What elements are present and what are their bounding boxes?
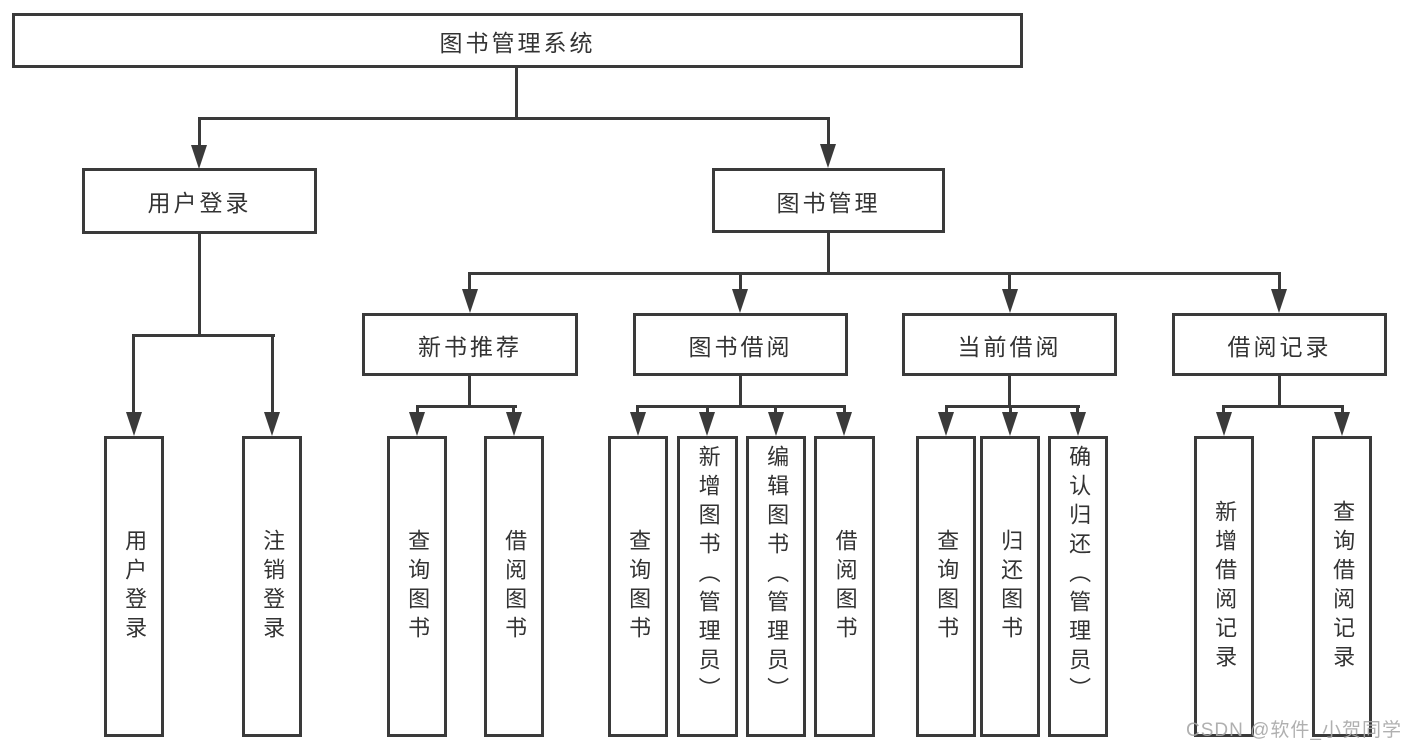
node-label: 借阅记录 [1227,333,1332,360]
connector-line [706,405,709,415]
arrow-down-icon [630,412,646,436]
arrow-down-icon [191,145,207,169]
node-label: 借阅图书 [502,528,528,645]
leaf-confirm-return-admin: 确认归还（管理员） [1048,436,1108,737]
node-label: 借阅图书 [832,528,858,645]
connector-line [1341,405,1344,415]
connector-line [1008,272,1011,291]
connector-line [416,405,517,408]
node-label: 查询图书 [405,528,431,645]
arrow-down-icon [506,412,522,436]
connector-line [468,272,1281,275]
connector-line [515,68,518,119]
connector-line [739,272,742,291]
node-label: 查询图书 [934,528,960,645]
connector-line [827,233,830,275]
arrow-down-icon [1002,412,1018,436]
arrow-down-icon [1334,412,1350,436]
node-label: 查询借阅记录 [1330,499,1356,674]
leaf-query-borrow-record: 查询借阅记录 [1312,436,1372,737]
connector-line [416,405,419,415]
connector-line [198,119,201,150]
node-label: 归还图书 [998,528,1024,645]
leaf-query-books-borrow: 查询图书 [608,436,668,737]
node-book-management: 图书管理 [712,168,945,233]
node-label: 图书管理系统 [439,29,596,56]
node-label: 注销登录 [260,528,286,645]
arrow-down-icon [462,289,478,313]
connector-line [739,375,742,408]
connector-line [843,405,846,415]
connector-line [945,405,948,415]
connector-line [468,272,471,291]
arrow-down-icon [1070,412,1086,436]
arrow-down-icon [836,412,852,436]
node-label: 用户登录 [122,528,148,645]
node-label: 用户登录 [147,190,252,216]
arrow-down-icon [1002,289,1018,313]
node-book-borrow: 图书借阅 [633,313,848,376]
node-label: 确认归还（管理员） [1066,445,1092,706]
connector-line [1076,405,1079,415]
connector-line [1009,405,1012,415]
connector-line [1278,375,1281,408]
leaf-logout: 注销登录 [242,436,302,737]
node-borrow-records: 借阅记录 [1172,313,1387,376]
connector-line [827,119,830,150]
node-label: 编辑图书（管理员） [764,445,790,706]
arrow-down-icon [820,144,836,168]
node-label: 新书推荐 [418,333,522,360]
node-label: 图书借阅 [688,333,793,360]
arrow-down-icon [699,412,715,436]
connector-line [1008,375,1011,408]
node-label: 查询图书 [626,528,652,645]
connector-line [132,334,275,337]
connector-line [132,334,135,415]
node-label: 图书管理 [776,189,881,216]
connector-line [468,375,471,408]
leaf-add-book-admin: 新增图书（管理员） [677,436,738,737]
leaf-return-book: 归还图书 [980,436,1040,737]
connector-line [1278,272,1281,291]
leaf-user-login: 用户登录 [104,436,164,737]
leaf-borrow-books-recommend: 借阅图书 [484,436,544,737]
arrow-down-icon [126,412,142,436]
connector-line [636,405,846,408]
node-new-book-recommend: 新书推荐 [362,313,578,376]
connector-line [512,405,515,415]
arrow-down-icon [409,412,425,436]
connector-line [271,334,274,415]
leaf-borrow-books: 借阅图书 [814,436,875,737]
node-user-login: 用户登录 [82,168,317,234]
node-label: 当前借阅 [957,333,1062,360]
arrow-down-icon [768,412,784,436]
connector-line [1222,405,1344,408]
node-current-borrow: 当前借阅 [902,313,1117,376]
leaf-edit-book-admin: 编辑图书（管理员） [746,436,806,737]
connector-line [198,117,830,120]
watermark: CSDN @软件_小贺同学 [1186,720,1402,741]
arrow-down-icon [1216,412,1232,436]
connector-line [198,234,201,337]
leaf-query-books-recommend: 查询图书 [387,436,447,737]
node-label: 新增借阅记录 [1212,499,1238,674]
connector-line [945,405,1080,408]
node-label: 新增图书（管理员） [695,445,721,706]
node-library-system: 图书管理系统 [12,13,1023,68]
leaf-add-borrow-record: 新增借阅记录 [1194,436,1254,737]
arrow-down-icon [732,289,748,313]
connector-line [1222,405,1225,415]
connector-line [774,405,777,415]
arrow-down-icon [264,412,280,436]
leaf-query-books-current: 查询图书 [916,436,976,737]
arrow-down-icon [938,412,954,436]
arrow-down-icon [1271,289,1287,313]
connector-line [636,405,639,415]
